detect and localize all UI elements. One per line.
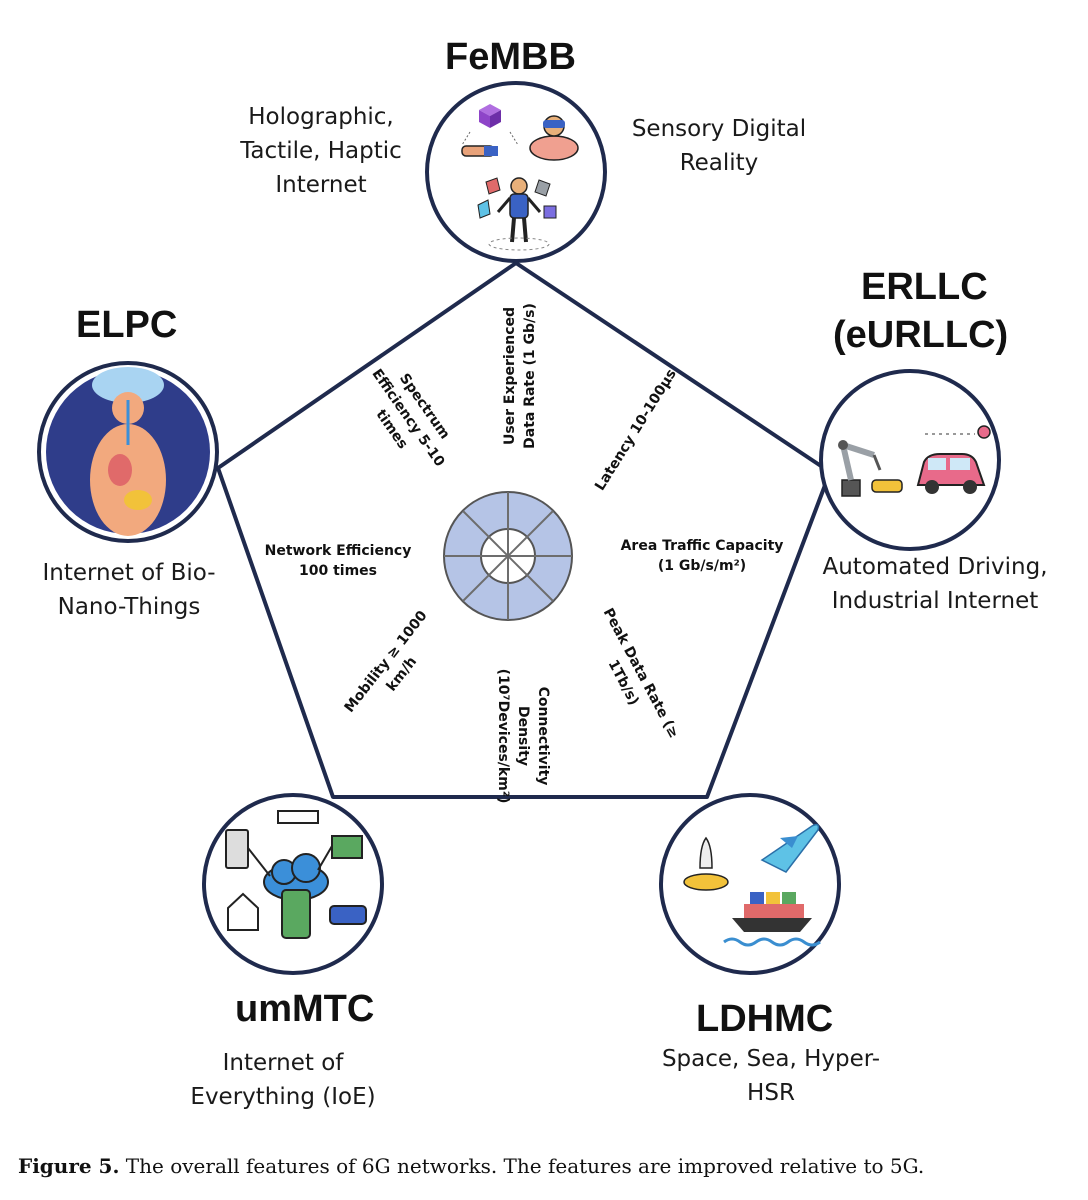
person-shapes-icon — [477, 177, 557, 251]
kpi-wheel — [443, 491, 573, 621]
pentagon-outline — [216, 261, 832, 799]
hologram-icon — [461, 104, 519, 157]
rocket-icon — [683, 836, 729, 891]
ldhmc-desc: Space, Sea, Hyper- HSR — [661, 1046, 881, 1106]
vr-headset-icon — [529, 115, 579, 161]
ummtc-node-circle — [202, 793, 384, 975]
kpi-area-traffic-capacity: Area Traffic Capacity (1 Gb/s/m²) — [620, 538, 784, 574]
femmb-node-circle — [425, 81, 607, 263]
airplane-icon — [760, 823, 820, 873]
connected-car-icon — [916, 425, 991, 494]
erllc-node-circle — [819, 369, 1001, 551]
body-nanothings-icon — [46, 367, 210, 536]
femmb-desc-right: Sensory Digital Reality — [631, 116, 807, 176]
kpi-connectivity-density: Connectivity Density (10⁷Devices/km²) — [495, 668, 551, 804]
caption-text: The overall features of 6G networks. The… — [119, 1154, 925, 1178]
erllc-subtitle: (eURLLC) — [833, 314, 1009, 356]
kpi-network-efficiency: Network Efficiency 100 times — [264, 543, 412, 579]
elpc-title: ELPC — [76, 304, 178, 346]
kpi-user-experienced-rate: User Experienced Data Rate (1 Gb/s) — [502, 303, 538, 449]
ummtc-title: umMTC — [235, 988, 375, 1030]
elpc-desc: Internet of Bio- Nano-Things — [42, 560, 216, 620]
erllc-title: ERLLC — [861, 266, 988, 308]
caption-label: Figure 5. — [18, 1154, 120, 1178]
ldhmc-node-circle — [659, 793, 841, 975]
iot-cloud-icon — [225, 810, 367, 939]
femmb-desc-left: Holographic, Tactile, Haptic Internet — [240, 104, 402, 198]
femmb-title: FeMBB — [445, 36, 576, 78]
ummtc-desc: Internet of Everything (IoE) — [190, 1050, 376, 1110]
figure-caption: Figure 5. The overall features of 6G net… — [18, 1154, 924, 1178]
elpc-node-circle — [37, 361, 219, 543]
cargo-ship-icon — [723, 892, 821, 947]
erllc-desc: Automated Driving, Industrial Internet — [822, 554, 1048, 614]
robot-arm-icon — [838, 440, 903, 497]
ldhmc-title: LDHMC — [696, 998, 834, 1040]
